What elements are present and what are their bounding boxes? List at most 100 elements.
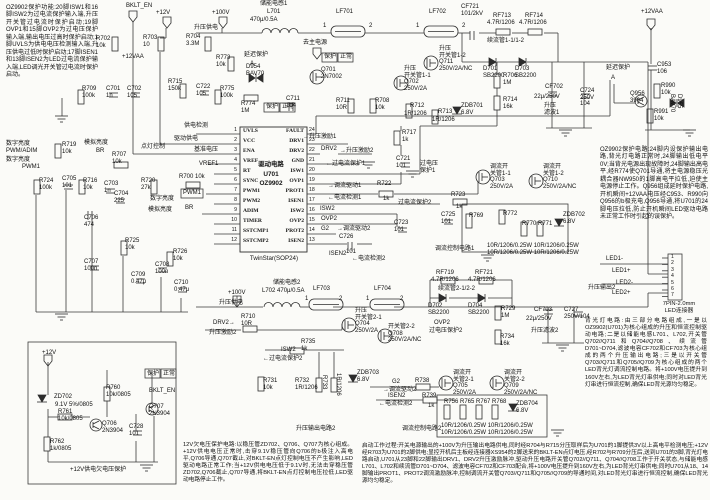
resistor	[415, 383, 431, 391]
ic-name: 驱动电路	[258, 161, 284, 168]
npn-transistor	[148, 404, 156, 409]
component-label: R733	[321, 375, 327, 390]
component-label: R702 10k	[96, 36, 111, 49]
supply-flag	[646, 18, 656, 31]
box	[321, 52, 338, 63]
box	[461, 203, 569, 253]
component-label: LED1+	[612, 268, 631, 274]
box	[27, 341, 177, 485]
component-label: R761 10k/0805	[58, 409, 83, 422]
ic-package-label: TwinStar(SOP24)	[249, 255, 299, 262]
ic-pin-name: TIMER	[243, 218, 262, 224]
component-label: ZD702	[54, 394, 73, 400]
zener-diode	[452, 106, 462, 115]
resistor	[185, 181, 201, 189]
zener-diode	[508, 403, 518, 412]
mosfet	[438, 375, 454, 391]
component-label: 升压输出2	[588, 285, 616, 291]
component-label: Q701 2N7002	[321, 67, 343, 80]
component-label: D701 SB2200	[483, 66, 505, 79]
resistor	[179, 83, 187, 99]
connector-pin-number: 5	[671, 279, 674, 286]
component-label: R712	[410, 103, 425, 109]
resistor	[646, 108, 654, 124]
component-label: A	[250, 61, 255, 67]
ic-pin-name: VREF	[243, 158, 259, 164]
component-label: C723 101	[394, 220, 409, 233]
ic-pin-number: 7	[234, 187, 237, 193]
component-label: 22μ/250V	[534, 94, 560, 100]
zener-diode	[37, 394, 47, 403]
component-label: 1	[416, 23, 420, 29]
component-label: ←电流检测1	[328, 195, 362, 201]
component-label: ISEN2	[388, 393, 406, 399]
mosfet	[309, 69, 325, 85]
component-label: 保护	[266, 104, 279, 110]
component-label: R739	[422, 393, 437, 399]
resistor	[103, 386, 111, 402]
diode	[488, 57, 497, 67]
component-label: 1R/1206	[432, 117, 455, 123]
box	[279, 102, 296, 113]
component-label: 1k	[383, 196, 390, 202]
component-label: +12VAA	[641, 9, 663, 15]
component-label: 升压供电	[194, 25, 219, 31]
component-label: R738	[415, 378, 430, 384]
component-label: ←电流检测2	[352, 256, 386, 262]
component-label: 470μ/0.5A	[250, 17, 278, 23]
resistor	[257, 376, 265, 392]
connector-pin-number: 7	[671, 292, 674, 299]
component-label: 续流管1-1/1-2	[487, 38, 525, 44]
component-label: C707 100n	[84, 259, 99, 272]
filter-bead	[369, 298, 405, 311]
component-label: 101	[346, 249, 357, 255]
component-label: C722 105	[196, 84, 211, 97]
ic-pin-name: ISW1	[290, 168, 304, 174]
ic-pin-number: 21	[309, 157, 315, 163]
component-label: LED1-	[606, 256, 624, 262]
component-label: ZDB701 6.8V	[461, 103, 484, 116]
ic-pin-number: 15	[309, 217, 315, 223]
component-label: D703 SB2200	[515, 66, 537, 79]
ic-pin-name: GND	[291, 158, 304, 164]
supply-flag	[128, 10, 138, 23]
component-label: RF719	[436, 270, 455, 276]
mosfet	[341, 317, 357, 333]
resistor	[214, 89, 222, 105]
component-label: R990 10k	[661, 83, 676, 96]
component-label: G2	[321, 226, 330, 232]
ic-pin-name: SYNC	[243, 178, 259, 184]
connector-pin-number: 2	[671, 260, 674, 267]
component-label: +12VAA	[122, 54, 144, 60]
resistor	[378, 190, 394, 198]
component-label: →调流驱动2	[383, 387, 417, 393]
resistor	[369, 98, 377, 114]
component-label: C708 100n	[155, 262, 170, 275]
ic-pin-number: 5	[234, 167, 237, 173]
component-label: 4.7R/1206	[468, 277, 496, 283]
component-label: ZDB702 6.8V	[563, 212, 586, 225]
note-protection-circuit: OZ9902保护电路:24脚内设保护输出电路,背光灯电路正常时,24脚输出低电平…	[600, 147, 708, 220]
component-label: R772	[503, 211, 518, 217]
inductor	[263, 302, 301, 308]
npn-transistor	[634, 94, 648, 108]
component-label: C703 1n	[104, 181, 119, 194]
component-label: L702 470μ/0.5A	[262, 288, 305, 294]
component-label: CF721 101/2kV	[461, 4, 484, 17]
ic-pin-name: OVP2	[289, 218, 304, 224]
ic-pin-number: 14	[309, 227, 315, 233]
component-label: C704 225	[114, 191, 129, 204]
component-label: C709 0.47μ	[131, 272, 147, 285]
component-label: R716 10k	[83, 178, 98, 191]
component-label: 升压输出电路2	[296, 426, 336, 432]
resistor	[465, 213, 473, 229]
component-label: 过电压保护2	[429, 328, 463, 334]
component-label: 数字亮度 PWM/ADIM	[6, 141, 38, 154]
component-label: 升压滤波2	[531, 328, 559, 334]
npn-transistor	[148, 409, 156, 414]
resistor	[315, 377, 323, 393]
component-label: R729 1M	[501, 306, 516, 319]
dual-diode	[248, 73, 256, 83]
component-label: 储能电感2	[273, 280, 301, 286]
ic-part: OZ9902	[259, 180, 283, 188]
